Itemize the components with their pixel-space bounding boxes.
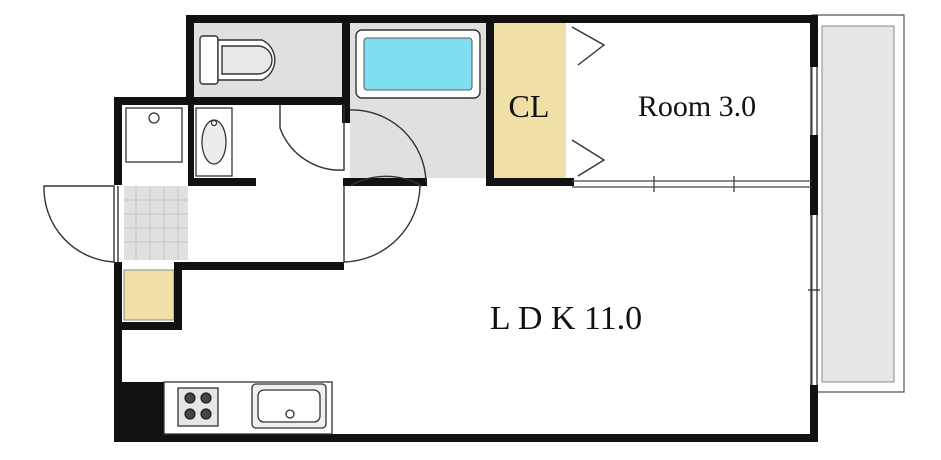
toilet-icon: [199, 35, 276, 85]
ldk-label: L D K 11.0: [490, 300, 642, 337]
sliding-partition: [572, 176, 812, 192]
closet: [492, 22, 566, 178]
doors: [43, 105, 427, 263]
balcony: [811, 14, 905, 393]
closet-label: CL: [509, 88, 550, 124]
shoe-cabinet-icon: [123, 269, 175, 321]
walls: [114, 15, 818, 442]
stove-icon: [177, 387, 219, 427]
closet-doors: [571, 26, 606, 177]
windows: [808, 67, 820, 385]
entrance-tile: [124, 186, 188, 260]
washing-machine-pan-icon: [125, 107, 183, 163]
bathtub-icon: [355, 29, 481, 99]
bedroom-label: Room 3.0: [638, 90, 756, 123]
kitchen-sink-icon: [251, 383, 327, 429]
washbasin-icon: [195, 107, 233, 177]
